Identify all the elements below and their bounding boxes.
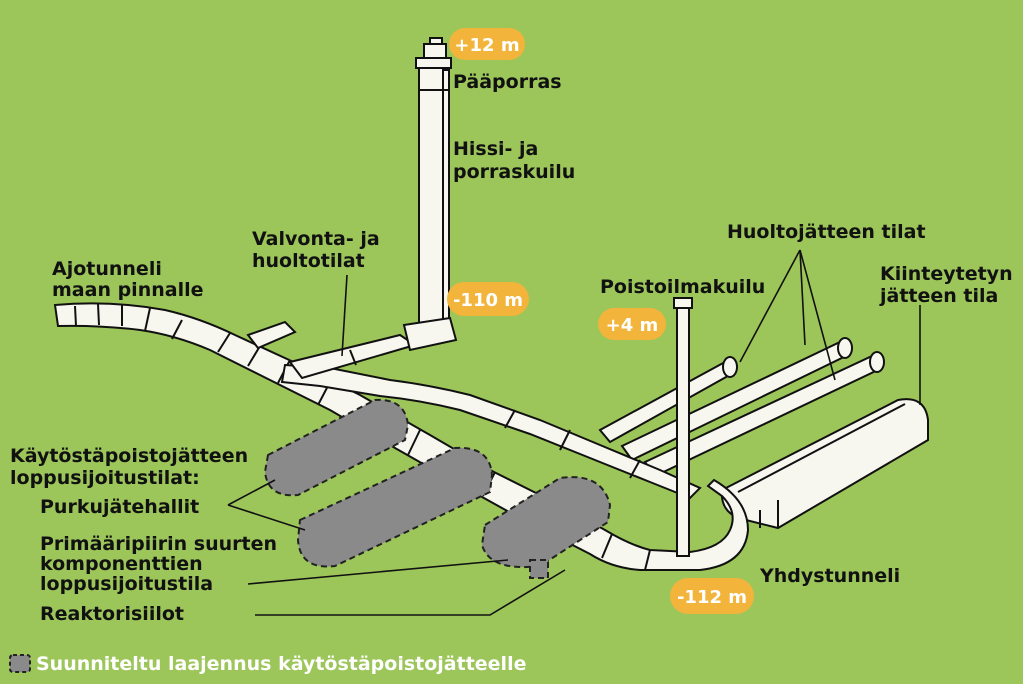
badge-shaft-bottom: -110 m: [447, 282, 529, 316]
label-operating-line2: loppusijoitustilat:: [10, 467, 200, 489]
label-maintenance-waste: Huoltojätteen tilat: [727, 221, 926, 243]
label-elevator-line2: porraskuilu: [453, 161, 575, 183]
badge-exhaust: +4 m: [598, 308, 666, 340]
label-control-line2: huoltotilat: [252, 250, 365, 272]
badge-exhaust-text: +4 m: [606, 315, 659, 336]
label-reactor-silos: Reaktorisiilot: [40, 603, 184, 625]
badge-shaft-bottom-text: -110 m: [453, 290, 523, 311]
exhaust-shaft: [673, 297, 693, 557]
badge-tunnel-bottom: -112 m: [670, 578, 754, 614]
solidified-waste-hall: [720, 398, 929, 530]
label-main-stairs: Pääporras: [453, 71, 562, 93]
legend-text: Suunniteltu laajennus käytöstäpoistojätt…: [36, 653, 526, 675]
planned-hall-3: [480, 476, 612, 579]
label-primary-line2: komponenttien: [40, 553, 203, 575]
badge-tunnel-bottom-text: -112 m: [677, 587, 747, 608]
elevator-shaft: [402, 37, 458, 352]
label-demolition-halls: Purkujätehallit: [40, 496, 199, 518]
label-connecting-tunnel: Yhdystunneli: [759, 565, 900, 587]
label-drive-line1: Ajotunneli: [52, 258, 162, 280]
label-solid-line1: Kiinteytetyn: [880, 263, 1013, 285]
leader-lines: [227, 249, 921, 616]
badge-top: +12 m: [449, 28, 525, 60]
label-operating-line1: Käytöstäpoistojätteen: [10, 445, 248, 467]
planned-hall-1: [263, 398, 410, 497]
legend: Suunniteltu laajennus käytöstäpoistojätt…: [9, 653, 526, 675]
planned-hall-2: [296, 446, 494, 568]
label-solid-line2: jätteen tila: [879, 285, 998, 307]
label-primary-line3: loppusijoitustila: [40, 573, 213, 595]
legend-swatch: [9, 654, 31, 673]
badge-top-text: +12 m: [454, 35, 519, 56]
label-drive-line2: maan pinnalle: [52, 279, 203, 301]
label-exhaust-shaft: Poistoilmakuilu: [600, 276, 765, 298]
label-control-line1: Valvonta- ja: [252, 228, 380, 250]
label-elevator-line1: Hissi- ja: [453, 138, 538, 160]
label-primary-line1: Primääripiirin suurten: [40, 533, 277, 555]
